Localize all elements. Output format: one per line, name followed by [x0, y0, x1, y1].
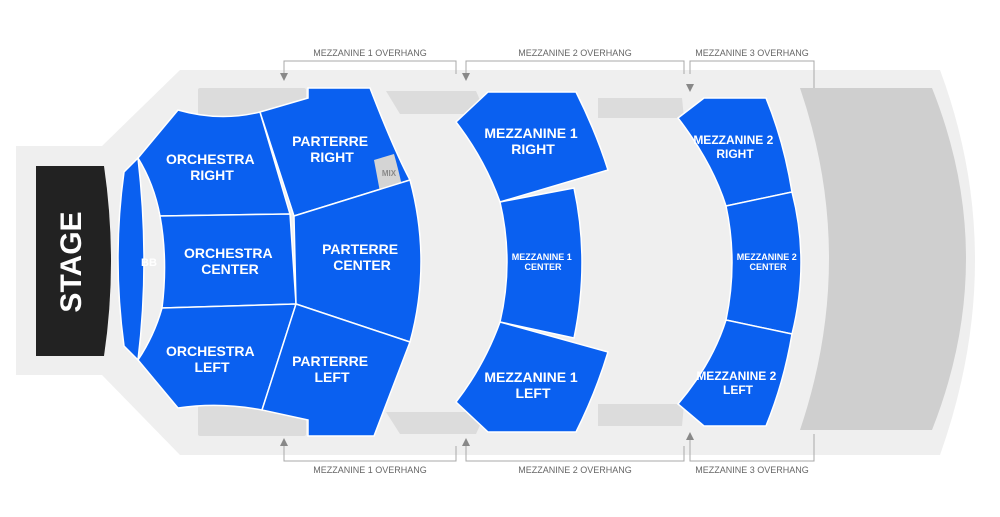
stage-label: STAGE [55, 211, 88, 312]
overhang-bracket-top-1 [283, 60, 457, 74]
section-orchestra-center-label: ORCHESTRA CENTER [184, 245, 276, 277]
arrow-up-icon [462, 438, 470, 446]
section-mezzanine2-right-label: MEZZANINE 2 RIGHT [693, 133, 776, 161]
unavailable-block [598, 404, 684, 426]
arrow-down-icon [686, 84, 694, 92]
overhang-label-top-2: MEZZANINE 2 OVERHANG [518, 48, 632, 58]
section-mezzanine1-right-label: MEZZANINE 1 RIGHT [484, 125, 581, 157]
overhang-label-bottom-1: MEZZANINE 1 OVERHANG [313, 465, 427, 475]
section-parterre-right-label: PARTERRE RIGHT [292, 133, 372, 165]
section-parterre-left[interactable] [261, 303, 411, 437]
mix-position [374, 154, 402, 192]
unavailable-block [598, 98, 684, 118]
overhang-bracket-bottom-1 [283, 446, 457, 462]
overhang-label-top-1: MEZZANINE 1 OVERHANG [313, 48, 427, 58]
section-orchestra-left-label: ORCHESTRA LEFT [166, 343, 258, 375]
overhang-label-bottom-3: MEZZANINE 3 OVERHANG [695, 465, 809, 475]
section-mezzanine2-left[interactable] [676, 319, 793, 427]
section-orchestra-right-label: ORCHESTRA RIGHT [166, 151, 258, 183]
section-mezzanine2-left-label: MEZZANINE 2 LEFT [696, 369, 779, 397]
overhang-bracket-top-3 [689, 60, 815, 88]
arrow-down-icon [462, 73, 470, 81]
mezzanine-3-unavailable [800, 88, 966, 430]
arrow-up-icon [686, 432, 694, 440]
section-mezzanine2-center-label: MEZZANINE 2 CENTER [737, 252, 800, 272]
overhang-label-top-3: MEZZANINE 3 OVERHANG [695, 48, 809, 58]
section-bb-label: BB [141, 257, 157, 269]
arrow-down-icon [280, 73, 288, 81]
arrow-up-icon [280, 438, 288, 446]
overhang-bracket-top-2 [465, 60, 685, 74]
section-mezzanine1-left[interactable] [454, 321, 609, 433]
section-mezzanine1-center-label: MEZZANINE 1 CENTER [512, 252, 575, 272]
overhang-bracket-bottom-3 [689, 434, 815, 462]
section-parterre-left-label: PARTERRE LEFT [292, 353, 372, 385]
section-parterre-center-label: PARTERRE CENTER [322, 241, 402, 273]
section-mezzanine1-left-label: MEZZANINE 1 LEFT [484, 369, 581, 401]
section-mezzanine1-center[interactable] [499, 187, 583, 339]
section-orchestra-left[interactable] [137, 303, 298, 411]
mix-label: MIX [382, 169, 397, 178]
unavailable-block [386, 91, 486, 114]
stage[interactable] [36, 166, 111, 356]
overhang-bracket-bottom-2 [465, 446, 685, 462]
section-mezzanine1-right[interactable] [454, 91, 609, 203]
unavailable-block [386, 412, 486, 434]
overhang-label-bottom-2: MEZZANINE 2 OVERHANG [518, 465, 632, 475]
